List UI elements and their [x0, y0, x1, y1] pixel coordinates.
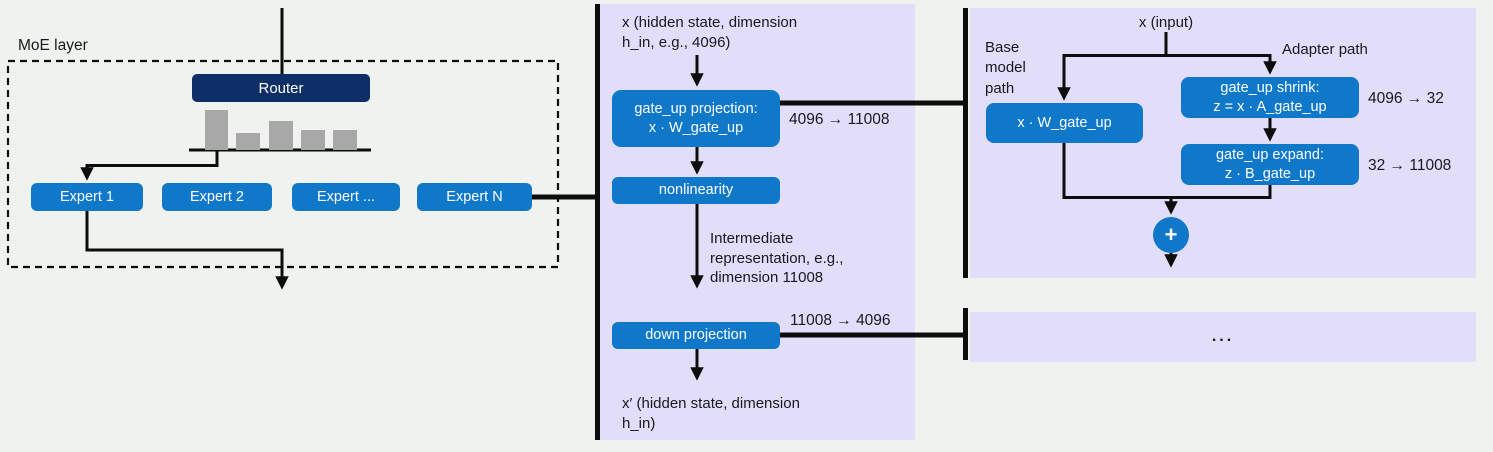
router-to-expert1-arrow: [80, 151, 219, 181]
router-weight-bar: [301, 130, 325, 150]
adapter-input-label: x (input): [1138, 14, 1194, 31]
gate-up-shrink-box: gate_up shrink: z = x · A_gate_up: [1181, 77, 1359, 118]
more-adapters-panel: ...: [970, 312, 1476, 362]
expert-detail-panel: [600, 4, 915, 440]
gate-up-expand-box: gate_up expand: z · B_gate_up: [1181, 144, 1359, 185]
base-model-path-label: Base model path: [985, 39, 1026, 97]
base-weight-box: x · W_gate_up: [986, 103, 1143, 143]
adapter-detail-panel: [970, 8, 1476, 278]
expert-2-box: Expert 2: [162, 183, 272, 211]
nonlinearity-box: nonlinearity: [612, 177, 780, 204]
router-weight-bar: [205, 110, 228, 150]
down-projection-box: down projection: [612, 322, 780, 349]
expert1-output-arrow: [85, 211, 289, 290]
router-weight-bar: [269, 121, 293, 150]
expand-dims-label: 32 → 11008: [1368, 157, 1452, 174]
down-dims-label: 11008 → 4096: [790, 312, 891, 329]
gate-up-dims-label: 4096 → 11008: [789, 111, 890, 128]
expert-1-box: Expert 1: [31, 183, 143, 211]
expert-input-label: x (hidden state, dimension h_in, e.g., 4…: [622, 14, 798, 51]
sum-node: +: [1153, 217, 1189, 253]
expert-output-label: x′ (hidden state, dimension h_in): [622, 395, 800, 432]
gate-up-projection-box: gate_up projection: x · W_gate_up: [612, 90, 780, 147]
intermediate-label: Intermediate representation, e.g., dimen…: [710, 230, 844, 286]
router-box: Router: [192, 74, 370, 102]
adapter-path-label: Adapter path: [1282, 41, 1368, 58]
expert-ellipsis-box: Expert ...: [292, 183, 400, 211]
router-weight-bar: [333, 130, 357, 150]
shrink-dims-label: 4096 → 32: [1368, 90, 1444, 107]
router-weight-bar: [236, 133, 260, 150]
moe-layer-label: MoE layer: [18, 37, 88, 54]
expert-n-box: Expert N: [417, 183, 532, 211]
